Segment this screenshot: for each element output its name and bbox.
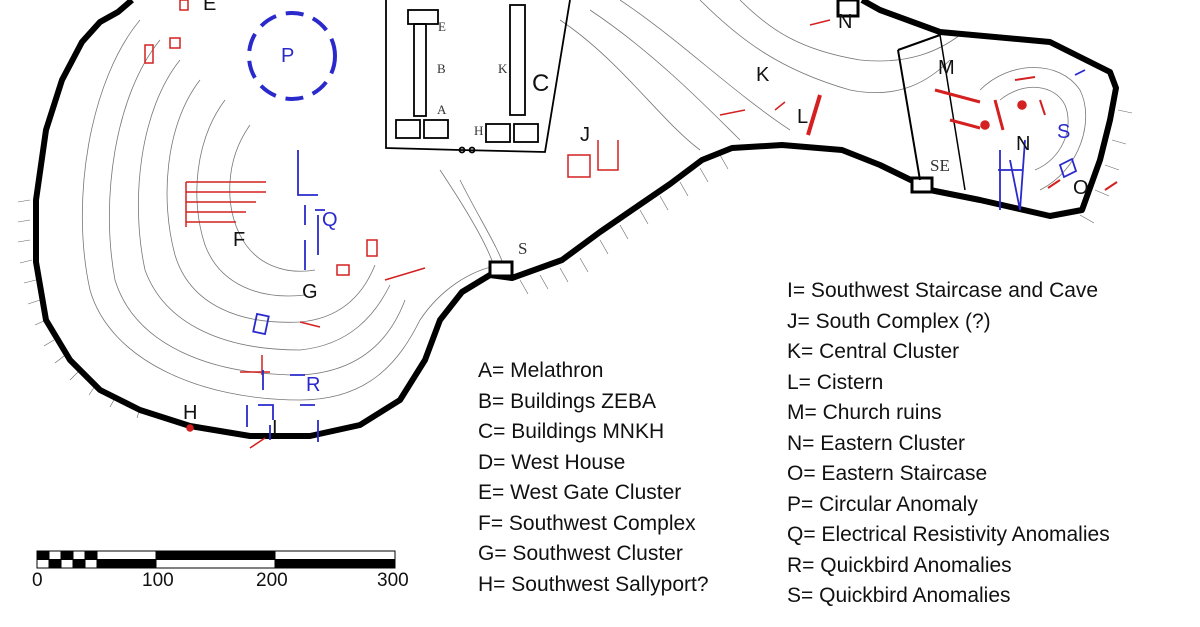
label-m: M (938, 57, 955, 79)
legend-item: O= Eastern Staircase (787, 462, 988, 485)
fortification-wall-east (860, 0, 1119, 219)
inner-label-h: H (474, 123, 484, 138)
label-f: F (233, 229, 246, 251)
scale-bar-graphic (36, 550, 396, 569)
legend-item: D= West House (478, 450, 626, 474)
label-c: C (532, 70, 550, 97)
legend-right: I= Southwest Staircase and Cave J= South… (787, 276, 1110, 612)
blue-features (246, 11, 1086, 442)
legend-item: B= Buildings ZEBA (478, 389, 657, 413)
legend-item: Q= Electrical Resistivity Anomalies (787, 523, 1110, 546)
central-buildings (385, 0, 571, 154)
label-r: R (306, 374, 321, 396)
inner-label-k: K (498, 61, 508, 76)
red-features (144, 0, 1118, 449)
scale-tick: 0 (32, 570, 43, 591)
legend-left: A= Melathron B= Buildings ZEBA C= Buildi… (478, 356, 709, 600)
fortification-wall (33, 0, 917, 439)
legend-item: N= Eastern Cluster (787, 431, 965, 455)
label-h: H (183, 402, 198, 424)
label-se: SE (930, 156, 950, 175)
label-k: K (756, 64, 770, 86)
scale-tick: 100 (142, 570, 174, 591)
legend-item: G= Southwest Cluster (478, 542, 683, 565)
circular-anomaly (247, 11, 337, 101)
label-i: I (272, 417, 278, 439)
label-g: G (302, 281, 318, 303)
legend-item: A= Melathron (478, 359, 604, 382)
label-s: S (1057, 121, 1071, 143)
label-l: L (797, 106, 809, 128)
label-n: N (1016, 133, 1031, 155)
label-j: J (580, 124, 590, 146)
scale-tick: 200 (256, 570, 288, 591)
scale-tick: 300 (377, 570, 409, 591)
label-e: E (203, 0, 217, 15)
inner-label-e: E (438, 19, 446, 34)
label-p: P (281, 45, 295, 67)
inner-label-b: B (437, 61, 446, 76)
legend-item: E= West Gate Cluster (478, 481, 682, 504)
label-s-gate: S (518, 239, 528, 258)
legend-item: M= Church ruins (787, 401, 942, 424)
legend-item: R= Quickbird Anomalies (787, 553, 1012, 577)
legend-item: I= Southwest Staircase and Cave (787, 279, 1099, 302)
legend-item: H= Southwest Sallyport? (478, 572, 709, 596)
label-n-top: N (838, 11, 853, 33)
legend-item: S= Quickbird Anomalies (787, 584, 1011, 607)
legend-item: L= Cistern (787, 370, 884, 394)
legend-item: P= Circular Anomaly (787, 492, 978, 516)
legend-item: C= Buildings MNKH (478, 420, 665, 443)
legend-item: K= Central Cluster (787, 340, 960, 363)
cliff-hatching (17, 109, 1133, 419)
inner-label-a: A (437, 102, 447, 117)
legend-item: J= South Complex (?) (787, 309, 991, 333)
label-q: Q (322, 209, 338, 231)
label-o: O (1073, 177, 1089, 199)
legend-item: F= Southwest Complex (478, 511, 696, 535)
